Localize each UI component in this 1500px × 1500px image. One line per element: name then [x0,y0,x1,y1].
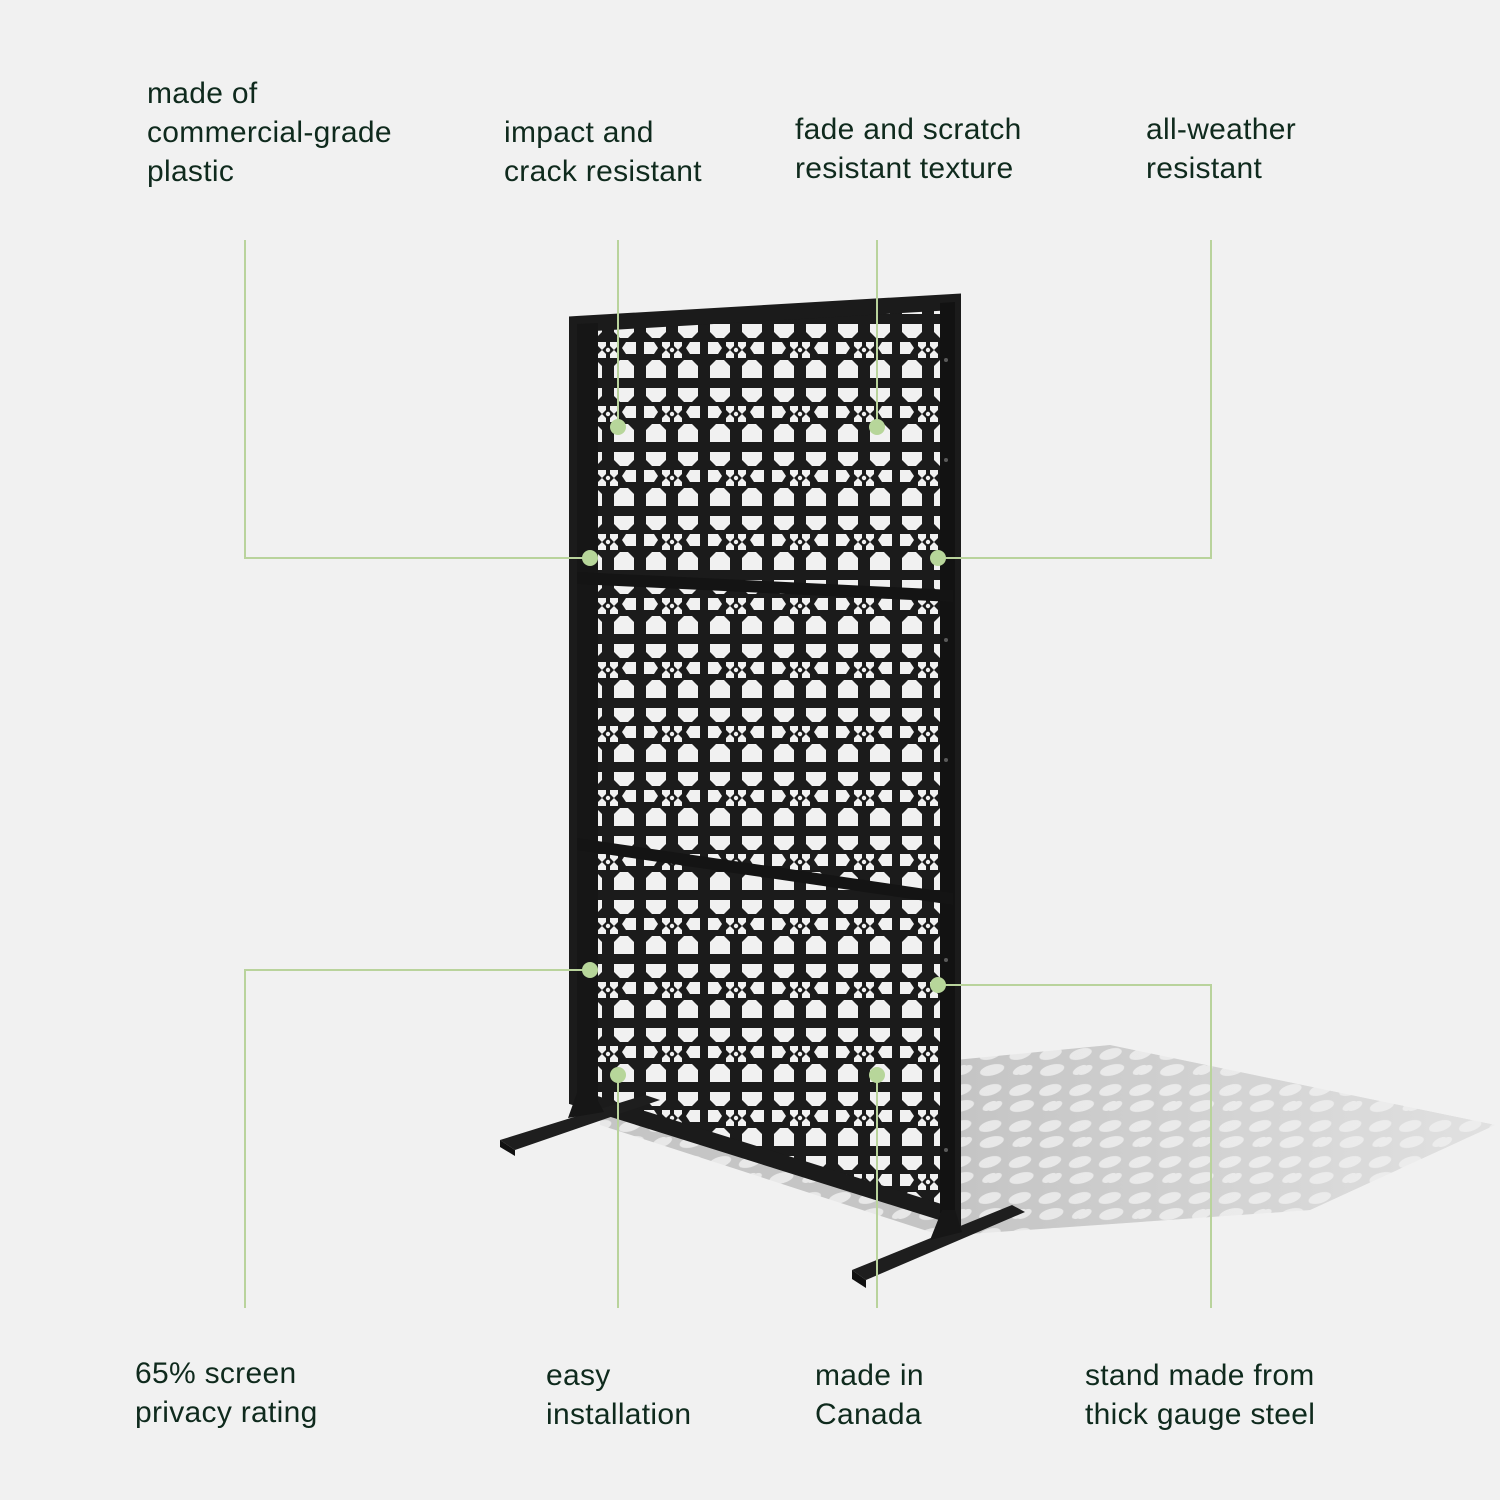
feature-text: resistant texture [795,152,1014,185]
callout-lines [244,240,1212,1308]
feature-text: plastic [147,155,235,188]
feature-text: fade and scratch [795,113,1022,146]
feature-text: privacy rating [135,1396,318,1429]
feature-label-stand: stand made from thick gauge steel [1085,1356,1315,1434]
callout-dot-fade [869,419,885,435]
feature-label-canada: made in Canada [815,1356,924,1434]
feature-text: thick gauge steel [1085,1398,1316,1431]
feature-text: Canada [815,1398,922,1431]
feature-text: crack resistant [504,155,702,188]
feature-text: easy [546,1359,611,1392]
steel-stand [500,1090,1025,1288]
feature-text: made of [147,77,258,110]
callout-dot-stand [930,977,946,993]
feature-label-install: easy installation [546,1356,691,1434]
feature-text: impact and [504,116,654,149]
feature-text: made in [815,1359,924,1392]
callout-dots [582,419,946,1083]
feature-text: commercial-grade [147,116,392,149]
feature-label-privacy: 65% screen privacy rating [135,1354,318,1432]
feature-label-fade: fade and scratch resistant texture [795,110,1022,188]
privacy-screen-panel [569,293,961,1227]
callout-dot-material [582,550,598,566]
feature-label-weather: all-weather resistant [1146,110,1296,188]
feature-text: 65% screen [135,1357,297,1390]
feature-text: all-weather [1146,113,1297,146]
callout-dot-weather [930,550,946,566]
feature-label-material: made of commercial-grade plastic [147,74,392,191]
callout-dot-install [610,1067,626,1083]
callout-dot-canada [869,1067,885,1083]
feature-label-impact: impact and crack resistant [504,113,702,191]
feature-text: stand made from [1085,1359,1315,1392]
callout-dot-privacy [582,962,598,978]
callout-dot-impact [610,419,626,435]
feature-text: resistant [1146,152,1263,185]
feature-text: installation [546,1398,692,1431]
